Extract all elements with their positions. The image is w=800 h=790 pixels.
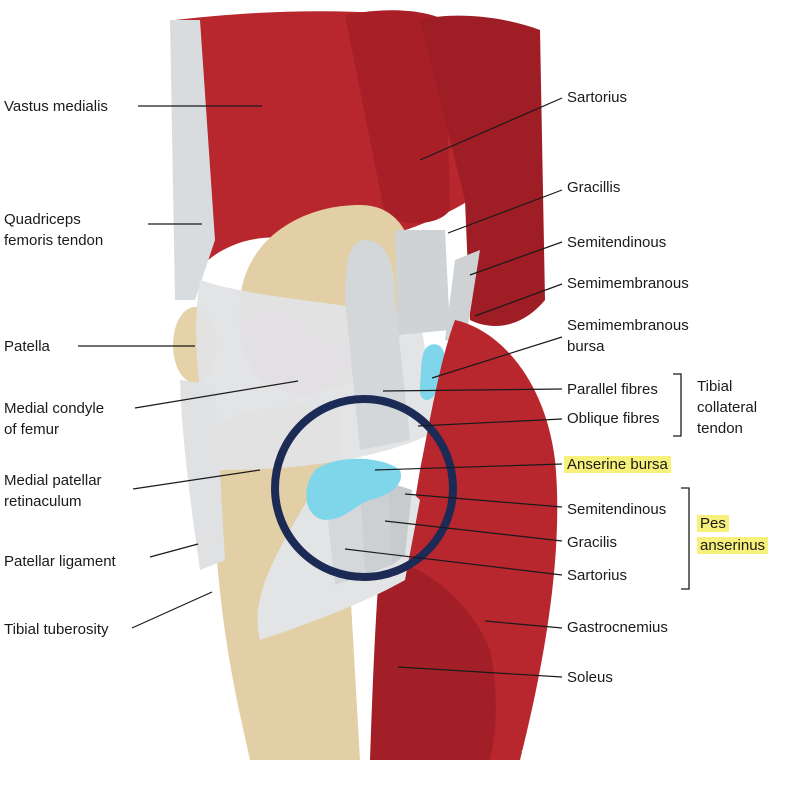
anserine-bursa-shape <box>306 458 401 520</box>
focus-circle <box>271 395 457 581</box>
label-semimembranous-bursa-line2: bursa <box>567 338 605 355</box>
soleus-muscle <box>370 560 496 760</box>
label-tibial-collateral-line2: collateral <box>697 399 758 416</box>
gracilis-muscle <box>420 15 545 326</box>
leader-lines-right <box>344 97 563 678</box>
label-quadriceps-line2: femoris tendon <box>4 232 104 249</box>
label-semitendinous: Semitendinous <box>567 501 667 518</box>
label-gracilis: Gracilis <box>567 534 618 551</box>
leader-gastrocnemius <box>484 620 563 629</box>
label-pes-line2-wrap: anserinus <box>697 535 769 556</box>
semimembranous-tendon <box>395 230 450 335</box>
artist-signature-icon <box>521 737 545 753</box>
leader-gracilis <box>384 520 563 542</box>
label-medial-condyle-line2: of femur <box>4 421 60 438</box>
pes-tendon-gracilis <box>360 485 392 575</box>
leader-medial-condyle <box>134 380 299 409</box>
leader-parallel-fibres <box>382 388 563 392</box>
label-sartorius-top: Sartorius <box>567 89 628 106</box>
leader-semitendinous <box>404 493 563 508</box>
quadriceps-tendon <box>170 20 215 300</box>
label-pes-line1-wrap: Pes <box>697 513 729 534</box>
leader-lines-left <box>78 105 299 629</box>
label-patellar-ligament: Patellar ligament <box>4 553 116 570</box>
label-anserine-bursa-wrap: Anserine bursa <box>564 454 671 475</box>
label-pes-line1: Pes <box>697 515 729 532</box>
tibial-collateral-bracket <box>673 373 682 437</box>
leader-gracillis <box>447 189 563 234</box>
label-gracillis: Gracillis <box>567 179 621 196</box>
label-pes-line2: anserinus <box>697 537 769 554</box>
leader-tibial-tuberosity <box>131 591 213 629</box>
leader-soleus <box>397 666 563 678</box>
pes-anserinus-bracket <box>681 487 690 590</box>
label-quadriceps-line1: Quadriceps <box>4 211 81 228</box>
leader-oblique-fibres <box>417 418 563 427</box>
pes-tendon-semitendinous <box>388 482 412 565</box>
label-semitendinous-top: Semitendinous <box>567 234 667 251</box>
label-oblique-fibres: Oblique fibres <box>567 410 660 427</box>
label-tibial-collateral-line3: tendon <box>697 420 743 437</box>
sartorius-muscle <box>345 10 450 224</box>
label-medial-patellar-line2: retinaculum <box>4 493 82 510</box>
leader-semimembranous <box>474 283 563 317</box>
patellar-ligament-band <box>180 380 225 570</box>
label-medial-condyle-line1: Medial condyle <box>4 400 105 417</box>
leader-semitendinous-top <box>469 241 563 276</box>
leader-semimembranous-bursa <box>431 336 563 379</box>
leader-medial-patellar <box>132 469 261 490</box>
label-soleus: Soleus <box>567 669 613 686</box>
leader-patellar-ligament <box>149 543 199 558</box>
label-parallel-fibres: Parallel fibres <box>567 381 658 398</box>
label-semimembranous: Semimembranous <box>567 275 689 292</box>
leader-anserine-bursa <box>374 463 563 471</box>
leader-sartorius-top <box>419 97 563 161</box>
label-medial-patellar-line1: Medial patellar <box>4 472 102 489</box>
label-anserine-bursa: Anserine bursa <box>564 456 671 473</box>
label-tibial-tuberosity: Tibial tuberosity <box>4 621 109 638</box>
semitendinous-tendon <box>445 250 480 345</box>
leader-sartorius <box>344 548 563 576</box>
label-gastrocnemius: Gastrocnemius <box>567 619 668 636</box>
label-sartorius: Sartorius <box>567 567 628 584</box>
label-semimembranous-bursa-line1: Semimembranous <box>567 317 689 334</box>
label-tibial-collateral-line1: Tibial <box>697 378 733 395</box>
label-patella: Patella <box>4 338 50 355</box>
label-vastus-medialis: Vastus medialis <box>4 98 108 115</box>
